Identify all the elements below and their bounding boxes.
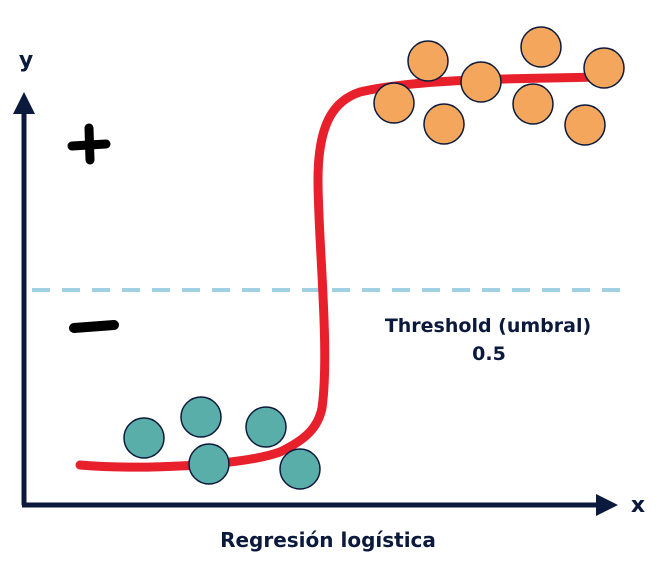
data-point — [583, 47, 625, 89]
data-point — [245, 406, 287, 448]
data-point — [520, 26, 562, 68]
data-point — [279, 448, 321, 490]
data-point — [373, 82, 415, 124]
x-axis-label: x — [631, 493, 645, 518]
y-axis-arrow-icon — [13, 92, 35, 114]
data-point — [180, 396, 222, 438]
diagram-caption: Regresión logística — [220, 528, 436, 552]
x-axis-arrow-icon — [596, 494, 618, 516]
data-point — [188, 443, 230, 485]
data-point — [512, 83, 554, 125]
minus-sign-icon: − — [69, 320, 119, 333]
data-point — [407, 40, 449, 82]
data-point — [564, 104, 606, 146]
negative-class-points — [123, 396, 321, 490]
plus-sign-icon: + — [67, 123, 111, 165]
data-point — [460, 61, 502, 103]
data-point — [123, 417, 165, 459]
data-point — [423, 103, 465, 145]
threshold-value: 0.5 — [472, 343, 506, 365]
y-axis-label: y — [19, 48, 33, 73]
sigmoid-curve — [75, 72, 605, 472]
positive-class-points — [373, 26, 625, 146]
threshold-label: Threshold (umbral) — [385, 315, 591, 337]
